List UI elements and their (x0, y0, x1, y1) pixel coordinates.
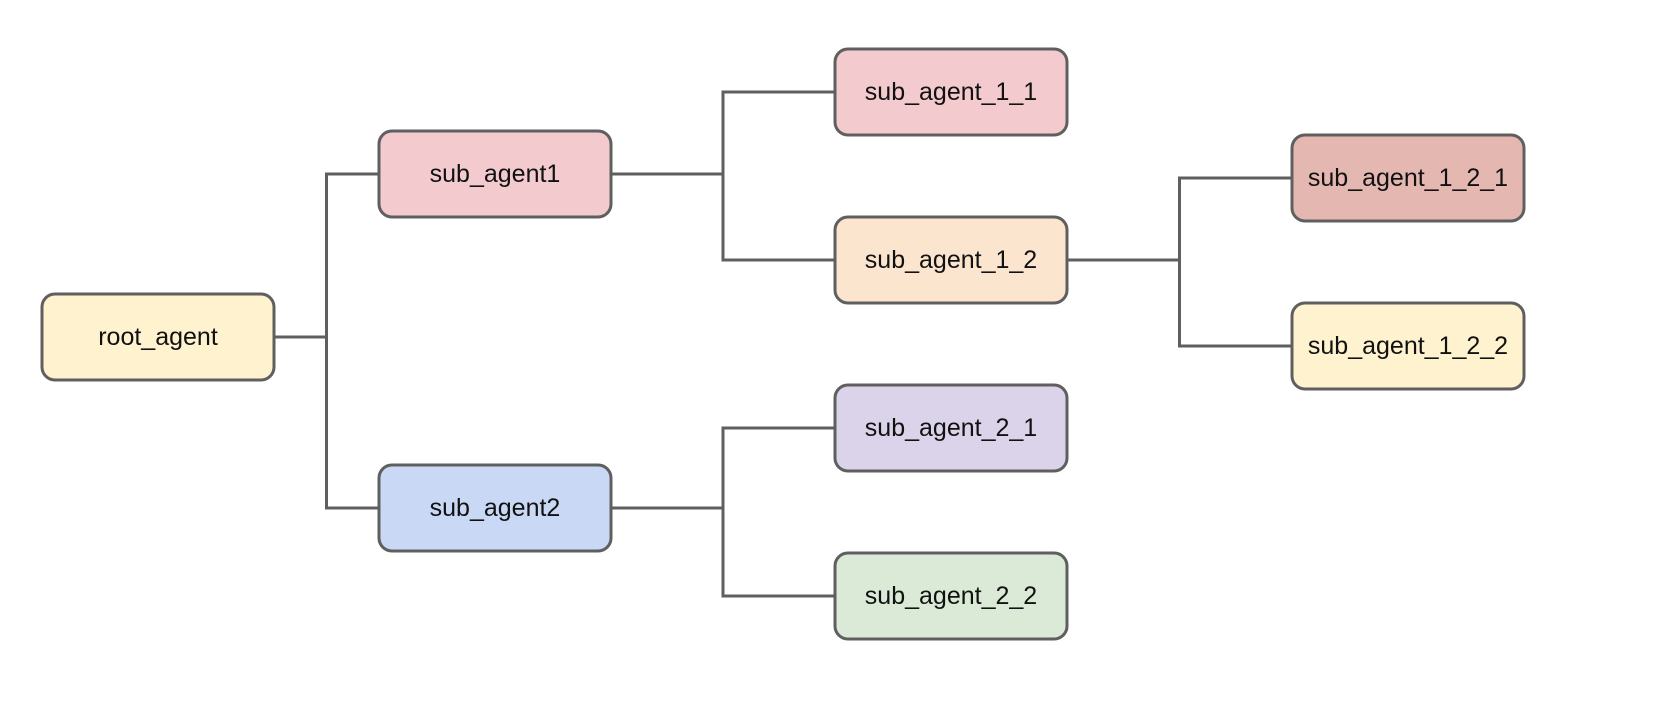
node-box[interactable] (1290, 301, 1526, 391)
node-box[interactable] (833, 215, 1069, 305)
node-sub-agent-2-2[interactable]: sub_agent_2_2 (833, 551, 1069, 641)
node-root-agent[interactable]: root_agent (40, 292, 276, 382)
node-label: sub_agent_2_2 (865, 582, 1037, 610)
node-sub-agent-1-1[interactable]: sub_agent_1_1 (833, 47, 1069, 137)
node-sub-agent2[interactable]: sub_agent2 (377, 463, 613, 553)
node-label: sub_agent_1_2 (865, 246, 1037, 274)
connector-sub_agent2-to-sub_agent_2_1 (721, 426, 835, 508)
node-label: sub_agent_1_2_2 (1308, 332, 1508, 360)
node-sub-agent1[interactable]: sub_agent1 (377, 129, 613, 219)
connectors (274, 90, 1292, 598)
node-sub-agent-1-2[interactable]: sub_agent_1_2 (833, 215, 1069, 305)
node-box[interactable] (833, 551, 1069, 641)
connector-sub_agent2-to-sub_agent_2_2 (721, 508, 835, 598)
node-box[interactable] (377, 129, 613, 219)
node-label: sub_agent2 (430, 494, 561, 522)
connector-sub_agent1-to-sub_agent_1_2 (721, 174, 835, 262)
connector-root_agent-to-sub_agent1 (325, 172, 379, 337)
node-sub-agent-2-1[interactable]: sub_agent_2_1 (833, 383, 1069, 473)
node-label: sub_agent1 (430, 160, 561, 188)
node-label: sub_agent_1_1 (865, 78, 1037, 106)
node-label: sub_agent_1_2_1 (1308, 164, 1508, 192)
node-box[interactable] (40, 292, 276, 382)
node-sub-agent-1-2-2[interactable]: sub_agent_1_2_2 (1290, 301, 1526, 391)
node-box[interactable] (1290, 133, 1526, 223)
connector-sub_agent_1_2-to-sub_agent_1_2_2 (1178, 260, 1292, 348)
connector-sub_agent_1_2-to-sub_agent_1_2_1 (1178, 176, 1292, 260)
connector-sub_agent1-to-sub_agent_1_1 (721, 90, 835, 174)
node-label: root_agent (98, 323, 218, 351)
connector-root_agent-to-sub_agent2 (325, 337, 379, 510)
node-label: sub_agent_2_1 (865, 414, 1037, 442)
node-sub-agent-1-2-1[interactable]: sub_agent_1_2_1 (1290, 133, 1526, 223)
node-box[interactable] (833, 47, 1069, 137)
node-box[interactable] (833, 383, 1069, 473)
node-box[interactable] (377, 463, 613, 553)
